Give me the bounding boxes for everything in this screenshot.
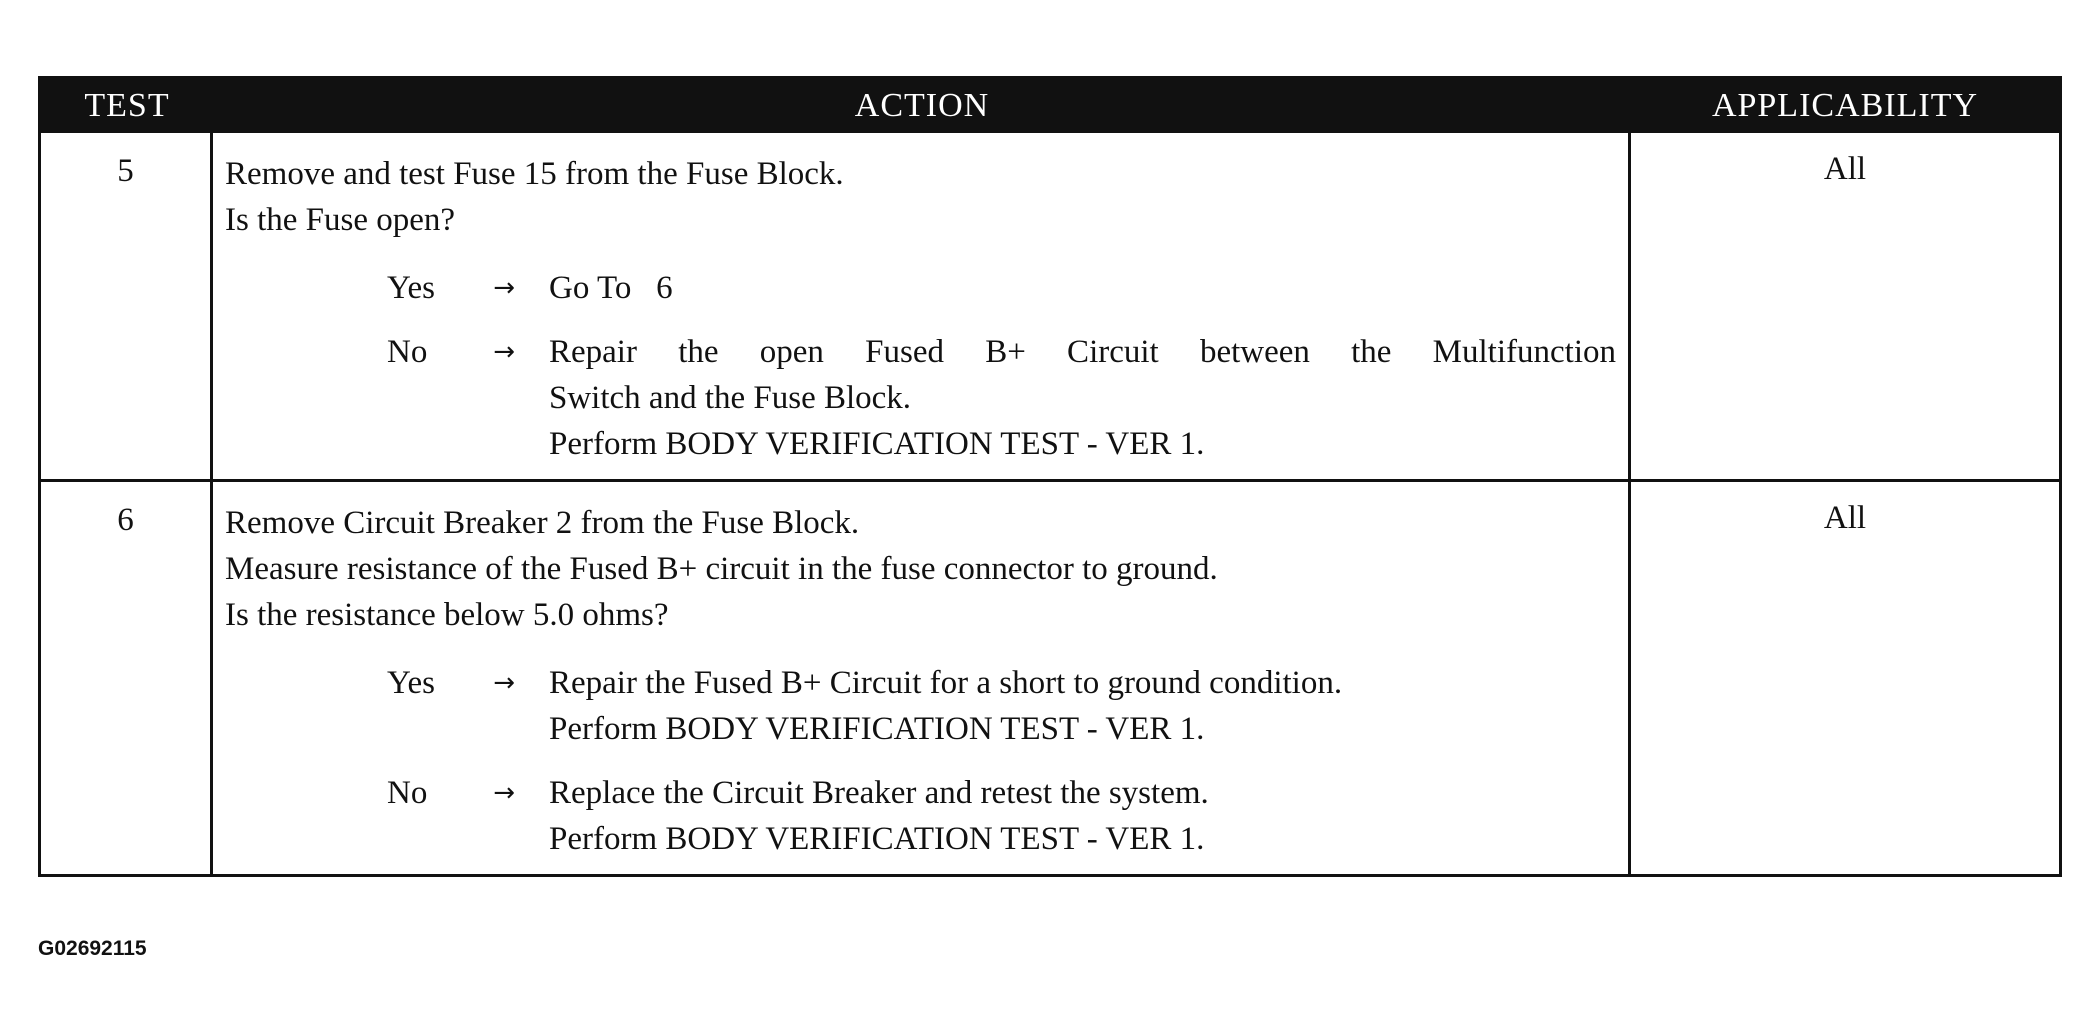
arrow-right-icon: → [493,337,515,367]
arrow-right-icon: → [493,668,515,698]
header-test: TEST [84,87,170,124]
result-text: Replace the Circuit Breaker and retest t… [549,775,1209,811]
result-label: Yes [387,665,436,701]
header-applicability: APPLICABILITY [1711,87,1979,124]
header-action: ACTION [854,87,990,124]
result-label: No [387,334,428,370]
result-yes: Yes → Go To 6 [225,265,1616,311]
figure-id: G02692115 [38,937,147,960]
table-header: TEST ACTION APPLICABILITY [41,79,2059,133]
arrow-right-icon: → [493,273,515,303]
result-text: Perform BODY VERIFICATION TEST - VER 1. [549,821,1205,857]
diagnostic-test-table: TEST ACTION APPLICABILITY 5 Remove and t… [38,76,2062,877]
instruction-line: Measure resistance of the Fused B+ circu… [225,551,1218,587]
instruction-line: Remove and test Fuse 15 from the Fuse Bl… [225,156,844,192]
instruction-line: Is the resistance below 5.0 ohms? [225,597,669,633]
result-text: Switch and the Fuse Block. [549,380,912,416]
result-no: No → Replace the Circuit Breaker and ret… [225,770,1616,862]
result-text: Perform BODY VERIFICATION TEST - VER 1. [549,426,1205,462]
instruction-line: Is the Fuse open? [225,202,456,238]
action-cell: Remove Circuit Breaker 2 from the Fuse B… [213,482,1631,874]
result-no: No → Repair the open Fused B+ Circuit be… [225,329,1616,467]
result-label: Yes [387,270,436,306]
result-label: No [387,775,428,811]
test-number: 5 [41,133,213,479]
instruction-line: Remove Circuit Breaker 2 from the Fuse B… [225,505,860,541]
result-text: Go To 6 [549,270,673,306]
test-number: 6 [41,482,213,874]
action-cell: Remove and test Fuse 15 from the Fuse Bl… [213,133,1631,479]
applicability-cell: All [1823,500,1867,536]
applicability-cell: All [1823,151,1867,187]
table-row: 6 Remove Circuit Breaker 2 from the Fuse… [41,479,2059,874]
result-text: Repair the open Fused B+ Circuit between… [549,334,1616,370]
table-row: 5 Remove and test Fuse 15 from the Fuse … [41,133,2059,479]
result-yes: Yes → Repair the Fused B+ Circuit for a … [225,660,1616,752]
result-text: Repair the Fused B+ Circuit for a short … [549,665,1343,701]
arrow-right-icon: → [493,778,515,808]
result-text: Perform BODY VERIFICATION TEST - VER 1. [549,711,1205,747]
